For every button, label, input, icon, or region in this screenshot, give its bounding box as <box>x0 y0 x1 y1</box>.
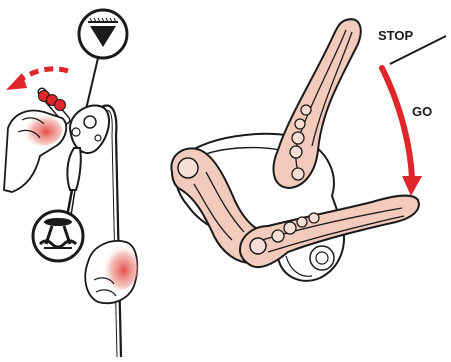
go-direction-arrow <box>382 68 422 196</box>
upper-hand <box>4 111 66 192</box>
down-triangle-anchor-icon <box>79 10 127 58</box>
left-illustration <box>4 10 138 357</box>
rope-inner <box>103 110 117 357</box>
stop-label: STOP <box>378 28 413 43</box>
pull-direction-arrow <box>6 69 68 90</box>
go-label: GO <box>412 104 432 119</box>
carabiner <box>66 148 81 222</box>
harness-icon <box>33 211 83 261</box>
right-illustration <box>171 19 446 281</box>
lower-hand <box>85 241 138 303</box>
